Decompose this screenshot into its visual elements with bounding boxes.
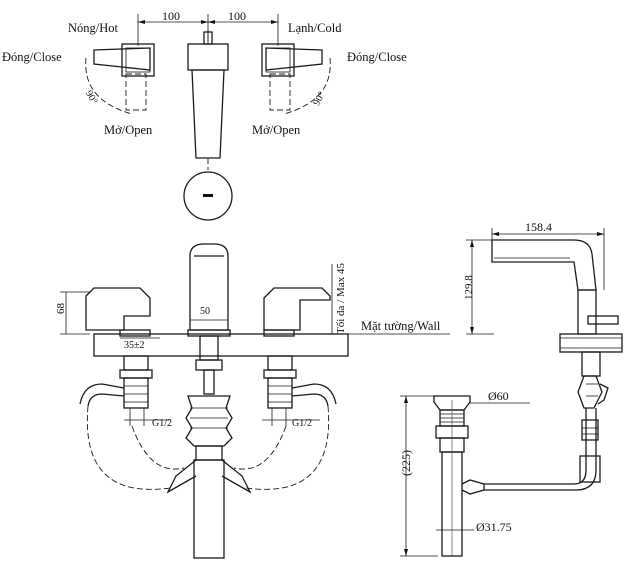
spout-width: 50 xyxy=(200,306,210,317)
reach-dim: 158.4 xyxy=(525,220,552,234)
drain-pipe-diameter: Ø31.75 xyxy=(476,520,512,534)
dim-right-100: 100 xyxy=(228,9,246,23)
dim-left-100: 100 xyxy=(162,9,180,23)
dim-height-68: 68 xyxy=(55,303,67,315)
thickness-label: 35±2 xyxy=(124,340,145,351)
open-label-right: Mở/Open xyxy=(252,123,301,137)
max-label: Tối đa / Max 45 xyxy=(335,263,347,334)
drain-length: (225) xyxy=(399,450,413,476)
side-view: 158.4 129.8 xyxy=(463,220,623,491)
height-dim: 129.8 xyxy=(463,275,475,300)
close-label-right: Đóng/Close xyxy=(347,50,407,64)
drain-view: Ø60 (225) Ø31.75 xyxy=(399,389,530,557)
thread-right: G1/2 xyxy=(292,418,312,429)
angle-left: 90° xyxy=(83,89,100,107)
drain-top-diameter: Ø60 xyxy=(488,389,509,403)
top-view: 100 100 Nóng/Hot Đóng/Close 90° Mở/Open … xyxy=(2,9,407,221)
angle-right: 90° xyxy=(311,90,328,108)
front-view: Mặt tường/Wall 68 Tối đa / Max 45 35±2 5… xyxy=(55,243,450,559)
cold-label: Lạnh/Cold xyxy=(288,21,342,35)
wall-label: Mặt tường/Wall xyxy=(361,319,441,333)
thread-left: G1/2 xyxy=(152,418,172,429)
hot-label: Nóng/Hot xyxy=(68,21,119,35)
open-label-left: Mở/Open xyxy=(104,123,153,137)
close-label-left: Đóng/Close xyxy=(2,50,62,64)
